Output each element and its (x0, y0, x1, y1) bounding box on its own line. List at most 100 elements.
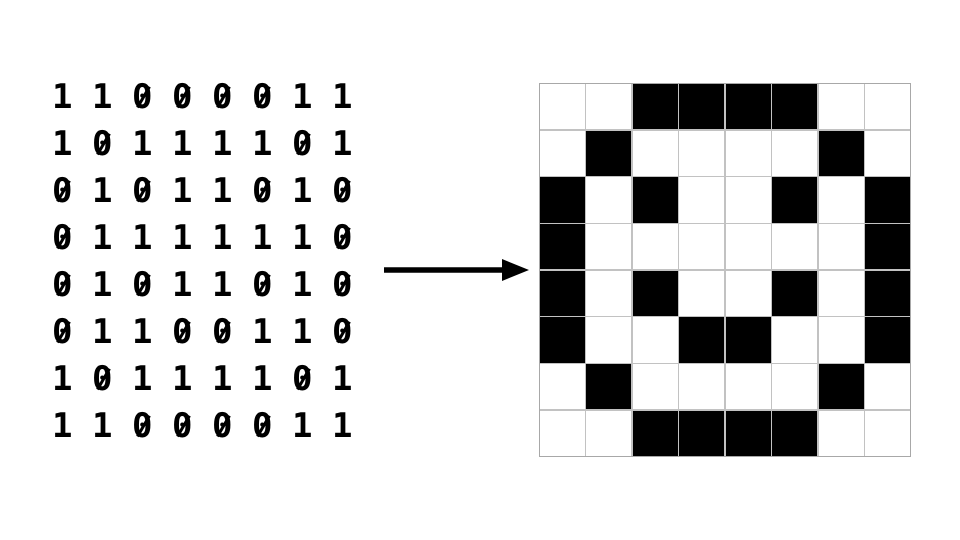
binary-digit: 0 (172, 74, 212, 121)
binary-digit: 1 (292, 265, 313, 305)
pixel-cell (725, 410, 771, 456)
pixel-cell (679, 270, 725, 316)
pixel-cell (818, 130, 864, 176)
binary-digit: 0 (132, 74, 172, 121)
pixel-cell (865, 84, 910, 130)
pixel-cell (632, 364, 678, 410)
pixel-cell (818, 270, 864, 316)
pixel-cell (818, 364, 864, 410)
binary-digit: 0 (172, 403, 212, 450)
binary-digit: 1 (332, 406, 353, 446)
binary-digit: 1 (52, 77, 73, 117)
pixel-cell (586, 130, 632, 176)
binary-digit: 0 (212, 74, 252, 121)
pixel-cell (772, 130, 818, 176)
pixel-cell (586, 177, 632, 223)
right-arrow-icon (384, 259, 529, 281)
binary-digit: 1 (292, 406, 313, 446)
binary-digit: 0 (252, 403, 292, 450)
binary-digit: 1 (132, 312, 153, 352)
pixel-cell (679, 84, 725, 130)
pixel-cell (679, 130, 725, 176)
pixel-cell (679, 410, 725, 456)
pixel-cell (586, 364, 632, 410)
binary-digit: 1 (92, 218, 113, 258)
pixel-cell (632, 130, 678, 176)
binary-digit: 0 (252, 168, 292, 215)
pixel-cell (679, 224, 725, 270)
binary-digit: 1 (172, 171, 193, 211)
binary-digit: 1 (132, 218, 153, 258)
pixel-cell (540, 224, 585, 270)
pixel-cell (632, 224, 678, 270)
pixel-cell (818, 317, 864, 363)
binary-digit: 1 (92, 406, 113, 446)
binary-digit: 1 (252, 124, 273, 164)
binary-digit: 1 (252, 218, 273, 258)
binary-digit: 1 (332, 77, 353, 117)
pixel-cell (632, 270, 678, 316)
pixel-cell (632, 410, 678, 456)
binary-digit: 0 (332, 262, 372, 309)
pixel-cell (772, 317, 818, 363)
pixel-cell (865, 270, 910, 316)
pixel-cell (586, 317, 632, 363)
binary-digit: 1 (92, 312, 113, 352)
pixel-cell (772, 84, 818, 130)
pixel-cell (865, 130, 910, 176)
binary-digit: 1 (292, 312, 313, 352)
binary-digit: 1 (132, 124, 153, 164)
pixel-cell (865, 364, 910, 410)
binary-digit: 1 (212, 359, 233, 399)
pixel-cell (865, 177, 910, 223)
pixel-cell (772, 410, 818, 456)
binary-digit: 0 (92, 121, 132, 168)
binary-digit: 1 (172, 124, 193, 164)
binary-digit: 1 (212, 265, 233, 305)
pixel-cell (818, 84, 864, 130)
pixel-cell (818, 410, 864, 456)
pixel-cell (772, 364, 818, 410)
pixel-cell (865, 410, 910, 456)
binary-digit: 0 (132, 403, 172, 450)
binary-digit: 1 (212, 124, 233, 164)
pixel-cell (772, 177, 818, 223)
pixel-cell (586, 84, 632, 130)
pixel-cell (725, 130, 771, 176)
binary-digit: 0 (332, 309, 372, 356)
binary-digit: 1 (252, 312, 273, 352)
binary-digit: 1 (332, 124, 353, 164)
pixel-cell (586, 224, 632, 270)
binary-digit: 0 (52, 168, 92, 215)
binary-digit: 1 (252, 359, 273, 399)
binary-digit: 1 (212, 171, 233, 211)
pixel-cell (679, 317, 725, 363)
pixel-cell (725, 224, 771, 270)
pixel-cell (725, 317, 771, 363)
pixel-cell (772, 224, 818, 270)
binary-digit: 0 (132, 262, 172, 309)
pixel-cell (772, 270, 818, 316)
binary-digit: 0 (92, 356, 132, 403)
pixel-grid (539, 83, 911, 457)
binary-digit: 1 (292, 218, 313, 258)
pixel-cell (540, 270, 585, 316)
binary-digit: 1 (52, 124, 73, 164)
binary-digit: 1 (172, 265, 193, 305)
binary-digit: 0 (132, 168, 172, 215)
binary-digit: 1 (52, 406, 73, 446)
pixel-cell (725, 270, 771, 316)
binary-digit: 1 (332, 359, 353, 399)
pixel-cell (632, 177, 678, 223)
binary-digit: 0 (52, 262, 92, 309)
binary-digit: 1 (52, 359, 73, 399)
binary-digit: 0 (252, 74, 292, 121)
binary-digit: 1 (172, 218, 193, 258)
pixel-cell (679, 177, 725, 223)
